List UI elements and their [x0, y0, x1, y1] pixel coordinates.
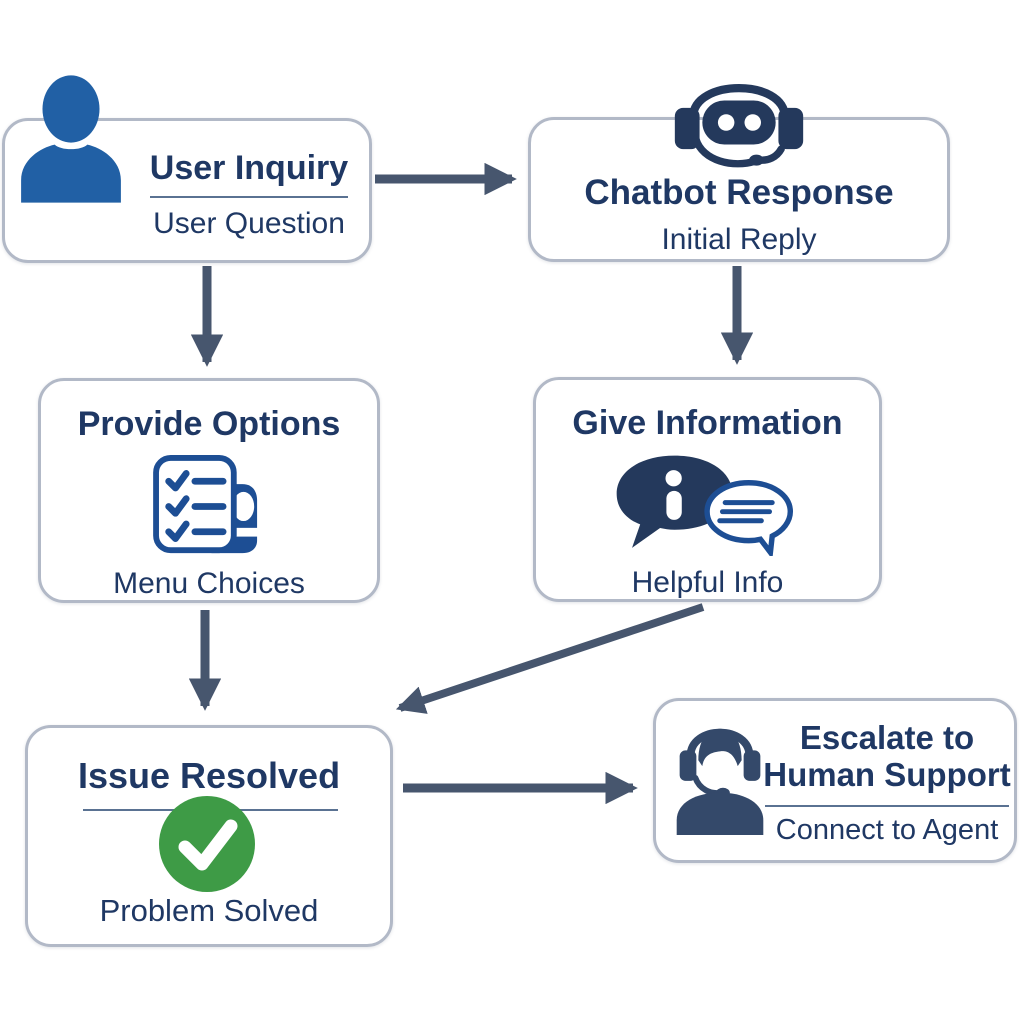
node-escalate-human-support: Escalate to Human Support Connect to Age…	[653, 698, 1017, 863]
node-subtitle: Initial Reply	[661, 223, 817, 257]
node-subtitle: Problem Solved	[99, 893, 319, 928]
edge-information-to-resolved	[395, 603, 705, 714]
node-title: Escalate to Human Support	[763, 719, 1011, 793]
node-title: Chatbot Response	[584, 173, 894, 212]
support-agent-icon	[670, 709, 770, 835]
title-divider	[765, 804, 1009, 807]
node-subtitle: Helpful Info	[631, 566, 784, 600]
title-divider	[150, 196, 348, 199]
node-title: Give Information	[572, 404, 843, 442]
check-circle-icon	[159, 796, 255, 892]
node-subtitle: Connect to Agent	[775, 813, 999, 846]
node-title: User Inquiry	[149, 149, 349, 187]
node-chatbot-response: Chatbot Response Initial Reply	[528, 84, 950, 262]
node-user-inquiry: User Inquiry User Question	[2, 75, 372, 263]
node-subtitle: User Question	[153, 207, 345, 241]
node-issue-resolved: Issue Resolved Problem Solved	[25, 725, 393, 947]
node-provide-options: Provide Options Menu Choices	[38, 378, 380, 603]
info-speech-bubbles-icon	[608, 452, 808, 557]
user-icon	[15, 75, 127, 203]
checklist-icon	[153, 455, 265, 557]
node-title: Provide Options	[77, 405, 341, 443]
chatbot-headset-icon	[664, 62, 814, 172]
node-subtitle: Menu Choices	[113, 567, 305, 601]
node-title: Issue Resolved	[77, 755, 341, 796]
node-give-information: Give Information Helpful Info	[533, 377, 882, 602]
